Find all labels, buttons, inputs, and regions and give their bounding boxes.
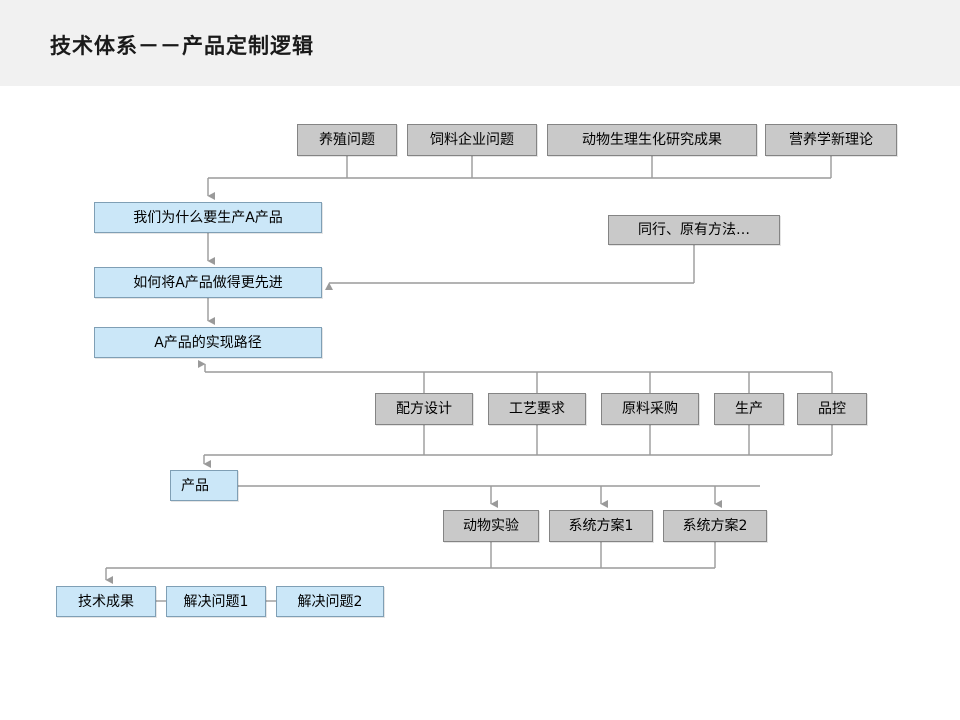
- node-raw-material-purchase[interactable]: 原料采购: [601, 393, 699, 425]
- node-solve-problem-1[interactable]: 解决问题1: [166, 586, 266, 617]
- node-product[interactable]: 产品: [170, 470, 238, 501]
- connector-inputs-to-why: [207, 156, 832, 200]
- node-why-produce-a[interactable]: 我们为什么要生产A产品: [94, 202, 322, 233]
- node-a-realization-path[interactable]: A产品的实现路径: [94, 327, 322, 358]
- connector-peer-to-how: [325, 245, 695, 290]
- connector-process-to-product: [203, 425, 833, 468]
- node-technical-achievement[interactable]: 技术成果: [56, 586, 156, 617]
- node-how-improve-a[interactable]: 如何将A产品做得更先进: [94, 267, 322, 298]
- slide-header-band: [0, 0, 960, 86]
- node-solve-problem-2[interactable]: 解决问题2: [276, 586, 384, 617]
- page-title: 技术体系－－产品定制逻辑: [50, 34, 314, 58]
- node-quality-control[interactable]: 品控: [797, 393, 867, 425]
- connector-validation-to-results: [105, 542, 716, 584]
- node-animal-experiment[interactable]: 动物实验: [443, 510, 539, 542]
- node-production[interactable]: 生产: [714, 393, 784, 425]
- node-breeding-problem[interactable]: 养殖问题: [297, 124, 397, 156]
- connector-product-to-validation: [238, 485, 760, 508]
- node-peer-existing-methods[interactable]: 同行、原有方法…: [608, 215, 780, 245]
- node-feed-enterprise-problem[interactable]: 饲料企业问题: [407, 124, 537, 156]
- connector-process-to-path: [198, 360, 833, 393]
- node-animal-physiology-research[interactable]: 动物生理生化研究成果: [547, 124, 757, 156]
- node-nutrition-new-theory[interactable]: 营养学新理论: [765, 124, 897, 156]
- node-process-requirements[interactable]: 工艺要求: [488, 393, 586, 425]
- node-system-plan-1[interactable]: 系统方案1: [549, 510, 653, 542]
- node-formula-design[interactable]: 配方设计: [375, 393, 473, 425]
- node-system-plan-2[interactable]: 系统方案2: [663, 510, 767, 542]
